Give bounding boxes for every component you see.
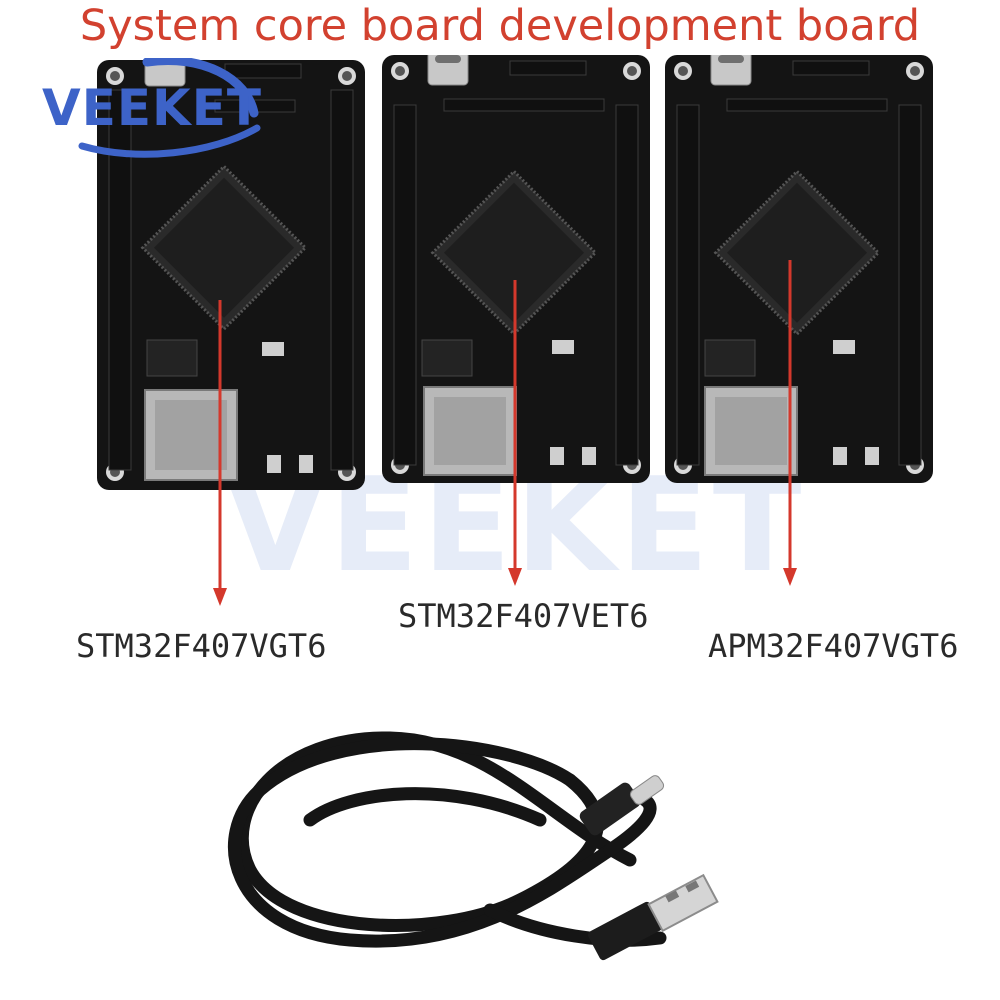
microcontroller-chip (430, 169, 598, 337)
brand-logo-text: VEEKET (42, 79, 263, 137)
brand-logo-swoosh-icon (78, 58, 261, 158)
page-title: System core board development board (79, 1, 921, 51)
type-c-connector-icon (579, 775, 665, 836)
type-c-connector-icon (710, 55, 752, 86)
arrow-down-icon (508, 280, 522, 586)
chip-label-board-1: STM32F407VGT6 (76, 627, 327, 665)
chip-label-board-3: APM32F407VGT6 (708, 627, 959, 665)
microcontroller-chip (713, 169, 881, 337)
core-board-apm32f407vgt6 (665, 55, 933, 483)
brand-logo: VEEKET (42, 58, 312, 158)
chip-label-board-2: STM32F407VET6 (398, 597, 649, 635)
arrow-down-icon (783, 260, 797, 586)
arrow-down-icon (213, 300, 227, 606)
type-c-connector-icon (427, 55, 469, 86)
core-board-stm32f407vet6 (382, 55, 650, 483)
core-board-stm32f407vgt6 (97, 60, 365, 490)
usb-a-plug-icon (587, 873, 719, 961)
usb-cable (228, 731, 719, 961)
